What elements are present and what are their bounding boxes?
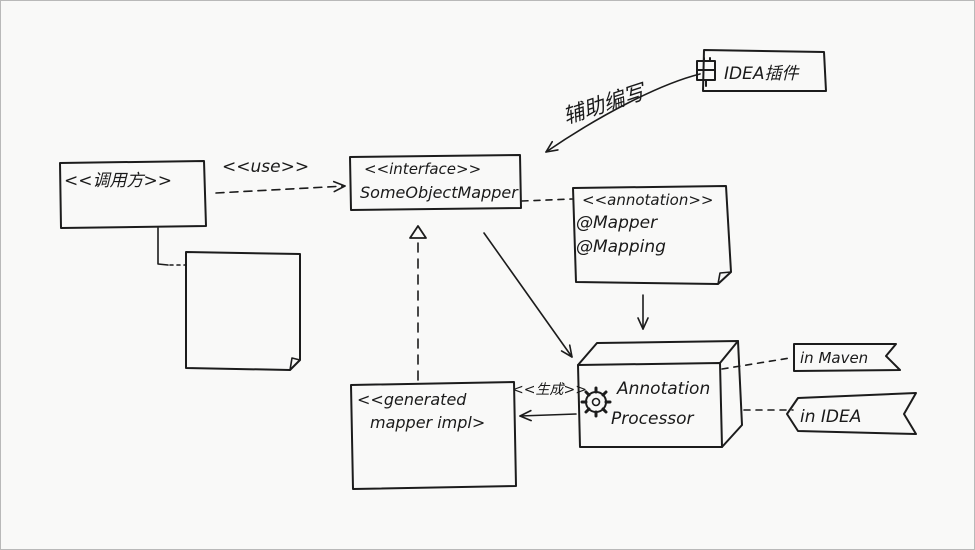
annotation-fold bbox=[717, 271, 732, 285]
interface-processor-arrow bbox=[483, 232, 573, 358]
annotation-node[interactable]: <<annotation>> @Mapper @Mapping bbox=[572, 185, 732, 285]
in-maven-label: in Maven bbox=[800, 349, 868, 367]
annotation-box bbox=[572, 185, 732, 285]
use-dependency-arrow bbox=[215, 180, 346, 194]
maven-link bbox=[721, 357, 791, 370]
generated-box bbox=[350, 381, 517, 490]
gear-icon bbox=[580, 386, 612, 418]
idea-plugin-label: IDEA插件 bbox=[724, 64, 800, 84]
interface-stereotype: <<interface>> bbox=[364, 160, 481, 178]
interface-node[interactable]: <<interface>> SomeObjectMapper bbox=[349, 154, 522, 211]
annotation-mapping: @Mapping bbox=[576, 237, 666, 257]
caller-node[interactable]: <<调用方>> bbox=[59, 160, 207, 229]
idea-plugin-box bbox=[702, 49, 827, 92]
annotation-mapper: @Mapper bbox=[576, 213, 658, 233]
generate-label: <<生成>> bbox=[512, 382, 587, 398]
caller-label: <<调用方>> bbox=[64, 171, 172, 191]
processor-front bbox=[577, 362, 723, 448]
idea-plugin-node[interactable]: IDEA插件 bbox=[696, 49, 827, 92]
in-maven-shape bbox=[793, 343, 901, 372]
plug-icon bbox=[696, 57, 716, 87]
note-box bbox=[185, 251, 301, 371]
in-maven-tag[interactable]: in Maven bbox=[793, 343, 901, 372]
in-idea-shape bbox=[786, 392, 917, 435]
interface-annotation-link bbox=[521, 198, 573, 202]
realization-triangle bbox=[409, 225, 427, 239]
processor-side bbox=[721, 340, 743, 448]
generated-node[interactable]: <<generated mapper impl> bbox=[350, 381, 517, 490]
processor-top bbox=[577, 340, 739, 366]
generated-line2: mapper impl> bbox=[370, 413, 485, 432]
note-node[interactable] bbox=[185, 251, 301, 371]
generated-line1: <<generated bbox=[357, 390, 467, 409]
caller-box bbox=[59, 160, 207, 229]
processor-line1: Annotation bbox=[616, 379, 710, 399]
interface-name: SomeObjectMapper bbox=[360, 183, 519, 202]
generate-arrow bbox=[519, 409, 577, 422]
processor-line2: Processor bbox=[611, 409, 695, 429]
in-idea-label: in IDEA bbox=[800, 407, 861, 427]
note-fold bbox=[289, 357, 301, 371]
caller-note-link bbox=[157, 227, 169, 266]
use-label: <<use>> bbox=[222, 157, 309, 177]
processor-node[interactable]: Annotation Processor bbox=[577, 340, 743, 448]
annotation-stereotype: <<annotation>> bbox=[582, 191, 713, 209]
in-idea-tag[interactable]: in IDEA bbox=[786, 392, 917, 435]
interface-box bbox=[349, 154, 522, 211]
assist-label: 辅助编写 bbox=[560, 79, 650, 129]
assist-arrow bbox=[545, 73, 701, 153]
